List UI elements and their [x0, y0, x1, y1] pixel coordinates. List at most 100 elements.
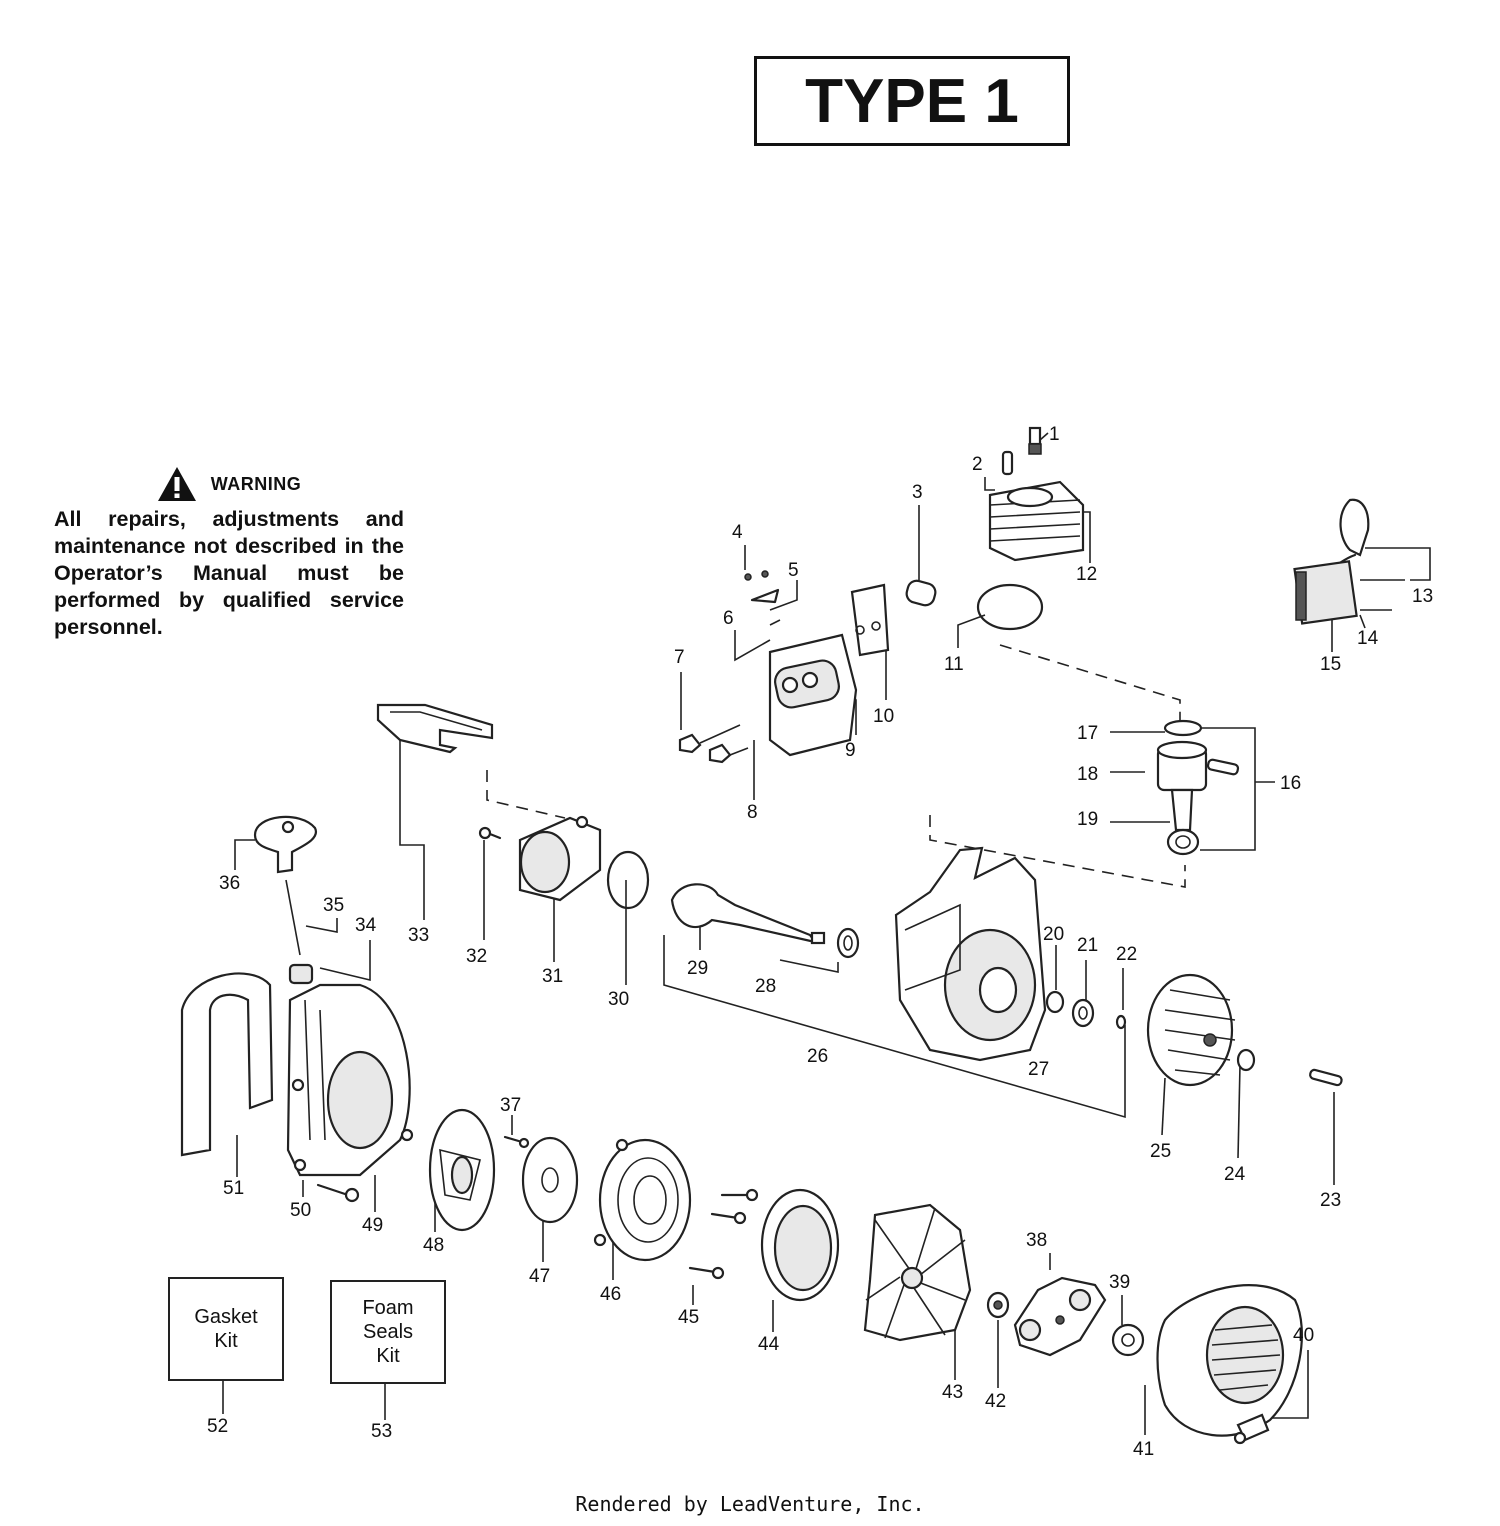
callout-23: 23 — [1320, 1190, 1341, 1211]
blower-cover — [1156, 1284, 1303, 1437]
callout-45: 45 — [678, 1307, 699, 1328]
warning-text: All repairs, adjustments and maintenance… — [54, 507, 404, 639]
callout-13: 13 — [1412, 586, 1433, 607]
muffler — [768, 633, 858, 757]
callout-10: 10 — [873, 706, 894, 727]
footer-credit: Rendered by LeadVenture, Inc. — [575, 1492, 925, 1516]
callout-37: 37 — [500, 1095, 521, 1116]
callout-14: 14 — [1357, 628, 1379, 649]
assembly-dashed-lines — [486, 644, 1186, 888]
intake-seal — [905, 579, 937, 607]
ignition-module — [1293, 498, 1405, 625]
callout-1: 1 — [1049, 424, 1060, 445]
callout-39: 39 — [1109, 1272, 1130, 1293]
callout-40: 40 — [1293, 1325, 1314, 1346]
callout-32: 32 — [466, 946, 487, 967]
callout-6: 6 — [723, 608, 734, 629]
air-filter-foam — [376, 703, 494, 754]
callout-21: 21 — [1077, 935, 1098, 956]
leader-lines — [222, 432, 1431, 1435]
callout-7: 7 — [674, 647, 685, 668]
callout-47: 47 — [529, 1266, 550, 1287]
cylinder — [988, 480, 1085, 562]
crankcase-bearings — [1045, 990, 1127, 1030]
callout-16: 16 — [1280, 773, 1301, 794]
callout-24: 24 — [1224, 1164, 1246, 1185]
adapter-screw — [478, 826, 502, 840]
callout-25: 25 — [1150, 1141, 1171, 1162]
foam-seals-kit-box: Foam Seals Kit — [330, 1280, 446, 1384]
gasket-kit-box: Gasket Kit — [168, 1277, 284, 1381]
callout-43: 43 — [942, 1382, 963, 1403]
callout-52: 52 — [207, 1416, 228, 1437]
crankshaft-seal — [836, 927, 860, 959]
spacer — [1111, 1323, 1145, 1357]
callout-44: 44 — [758, 1334, 780, 1355]
starter-pulley — [428, 1108, 496, 1232]
impeller-plate — [1013, 1276, 1107, 1357]
spark-plug — [1028, 426, 1042, 455]
adapter-o-ring — [606, 850, 650, 910]
callout-36: 36 — [219, 873, 240, 894]
callout-19: 19 — [1077, 809, 1098, 830]
callout-46: 46 — [600, 1284, 621, 1305]
callout-8: 8 — [747, 802, 758, 823]
callout-15: 15 — [1320, 654, 1341, 675]
callout-3: 3 — [912, 482, 923, 503]
crankshaft — [670, 883, 826, 945]
callout-53: 53 — [371, 1421, 392, 1442]
cover-clip — [1233, 1413, 1270, 1445]
callout-26: 26 — [807, 1046, 828, 1067]
housing-bolts — [688, 1188, 759, 1280]
callout-28: 28 — [755, 976, 776, 997]
callout-49: 49 — [362, 1215, 383, 1236]
warning-notice: WARNING All repairs, adjustments and mai… — [54, 466, 404, 641]
callout-35: 35 — [323, 895, 344, 916]
fan-housing-ring — [760, 1188, 840, 1302]
starter-handle — [253, 815, 318, 956]
flywheel — [1146, 973, 1236, 1087]
impeller — [863, 1203, 972, 1342]
rope-guide — [288, 963, 314, 985]
crankcase — [894, 846, 1047, 1062]
piston-assembly — [1156, 719, 1240, 856]
flywheel-washer — [1236, 1048, 1256, 1072]
blower-housing-handle — [180, 972, 274, 1157]
callout-27: 27 — [1028, 1059, 1049, 1080]
type-label: TYPE 1 — [754, 56, 1070, 146]
callout-31: 31 — [542, 966, 563, 987]
callout-12: 12 — [1076, 564, 1097, 585]
callout-2: 2 — [972, 454, 983, 475]
callout-34: 34 — [355, 915, 377, 936]
callout-17: 17 — [1077, 723, 1098, 744]
callout-42: 42 — [985, 1391, 1006, 1412]
callout-9: 9 — [845, 740, 856, 761]
callout-41: 41 — [1133, 1439, 1154, 1460]
cylinder-dowel — [1001, 450, 1014, 476]
muffler-screws — [678, 724, 749, 764]
callout-18: 18 — [1077, 764, 1098, 785]
callout-51: 51 — [223, 1178, 244, 1199]
callout-48: 48 — [423, 1235, 444, 1256]
callout-5: 5 — [788, 560, 799, 581]
muffler-gasket — [850, 583, 890, 657]
blower-housing — [286, 983, 414, 1177]
starter-spring-housing — [593, 1138, 692, 1262]
callout-50: 50 — [290, 1200, 311, 1221]
warning-title: WARNING — [210, 473, 302, 494]
callout-11: 11 — [944, 654, 964, 675]
warning-header: WARNING — [54, 466, 404, 502]
muffler-hardware — [744, 570, 781, 626]
callout-38: 38 — [1026, 1230, 1047, 1251]
callout-20: 20 — [1043, 924, 1064, 945]
callout-33: 33 — [408, 925, 429, 946]
carburetor-adapter — [518, 815, 602, 902]
flywheel-key — [1309, 1068, 1343, 1087]
pulley-screw — [503, 1135, 530, 1149]
warning-triangle-icon — [157, 467, 196, 501]
housing-screw — [316, 1183, 360, 1203]
starter-washer — [521, 1136, 579, 1224]
callout-29: 29 — [687, 958, 708, 979]
cylinder-gasket — [976, 583, 1044, 631]
